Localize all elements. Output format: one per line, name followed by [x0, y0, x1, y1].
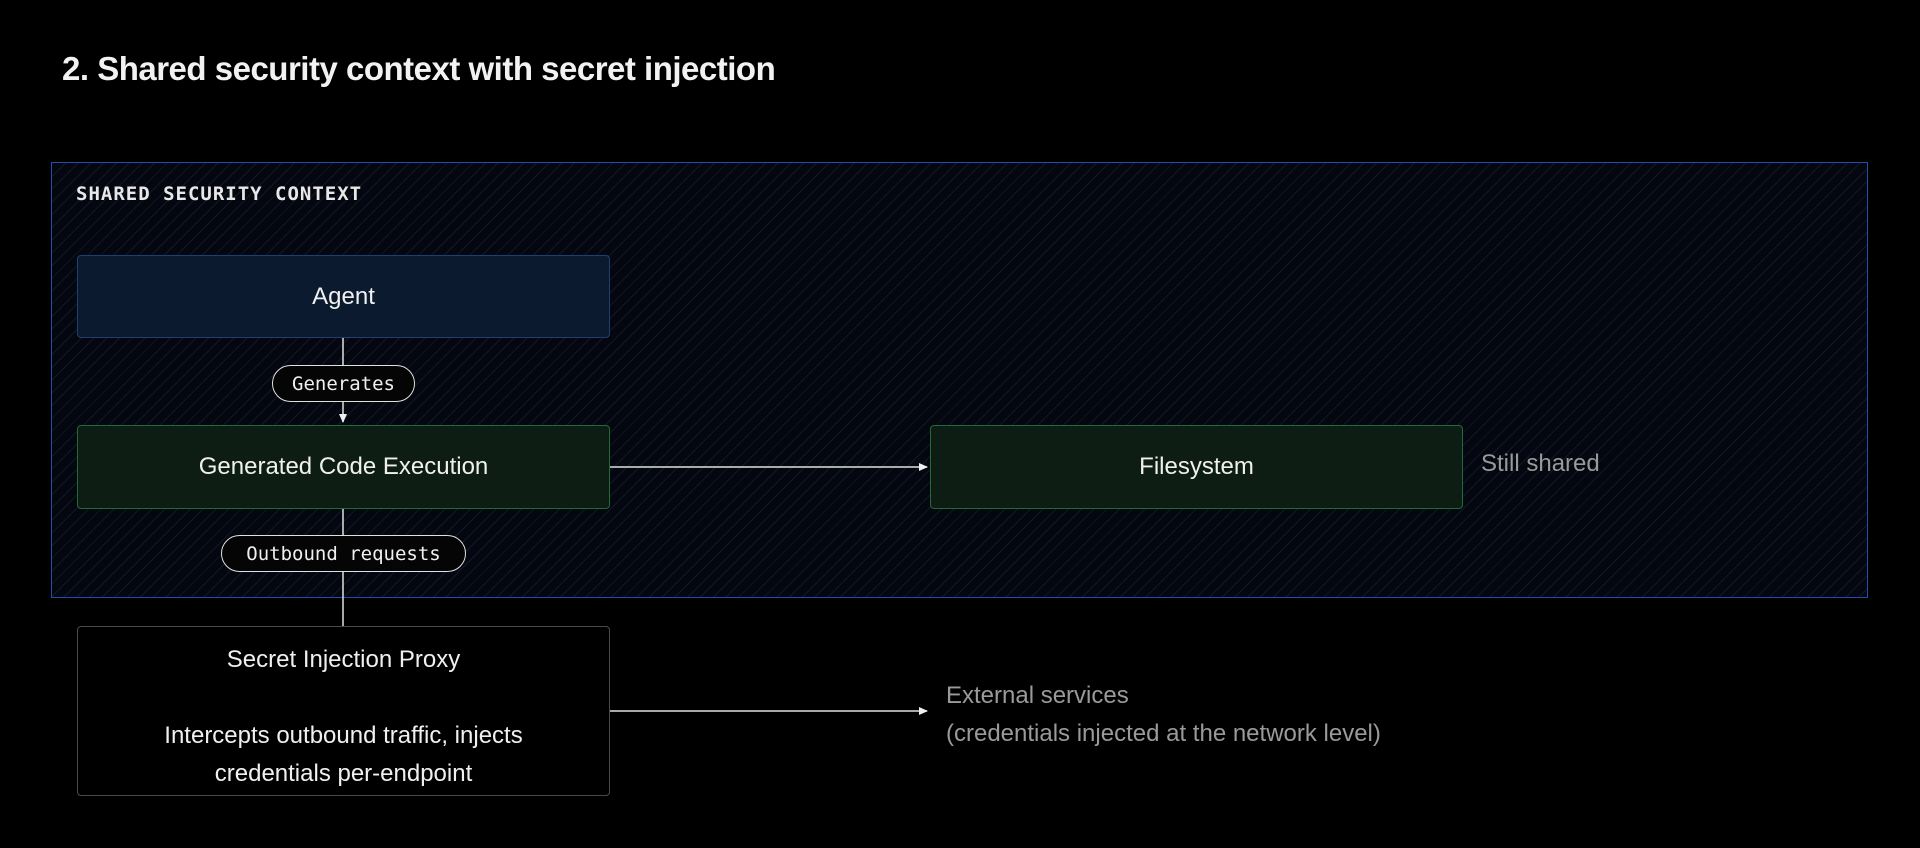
external-services-line-2: (credentials injected at the network lev…	[946, 720, 1381, 747]
filesystem-node: Filesystem	[930, 425, 1463, 509]
still-shared-note: Still shared	[1481, 450, 1600, 477]
filesystem-label: Filesystem	[1139, 453, 1254, 480]
outbound-requests-edge-label: Outbound requests	[221, 535, 466, 572]
proxy-title: Secret Injection Proxy	[226, 646, 461, 673]
generates-edge-label: Generates	[272, 365, 415, 402]
page-title: 2. Shared security context with secret i…	[62, 50, 776, 87]
agent-label: Agent	[312, 282, 375, 310]
context-label: SHARED SECURITY CONTEXT	[76, 183, 363, 205]
exec-label: Generated Code Execution	[198, 453, 489, 480]
secret-injection-proxy-node: Secret Injection Proxy Intercepts outbou…	[77, 626, 610, 796]
proxy-description: Intercepts outbound traffic, injects cre…	[164, 722, 523, 787]
external-services-note: External services (credentials injected …	[946, 677, 1381, 753]
shared-security-context-region	[51, 162, 1868, 598]
external-services-line-1: External services	[946, 682, 1129, 709]
generated-code-execution-node: Generated Code Execution	[77, 425, 610, 509]
agent-node: Agent	[77, 255, 610, 338]
